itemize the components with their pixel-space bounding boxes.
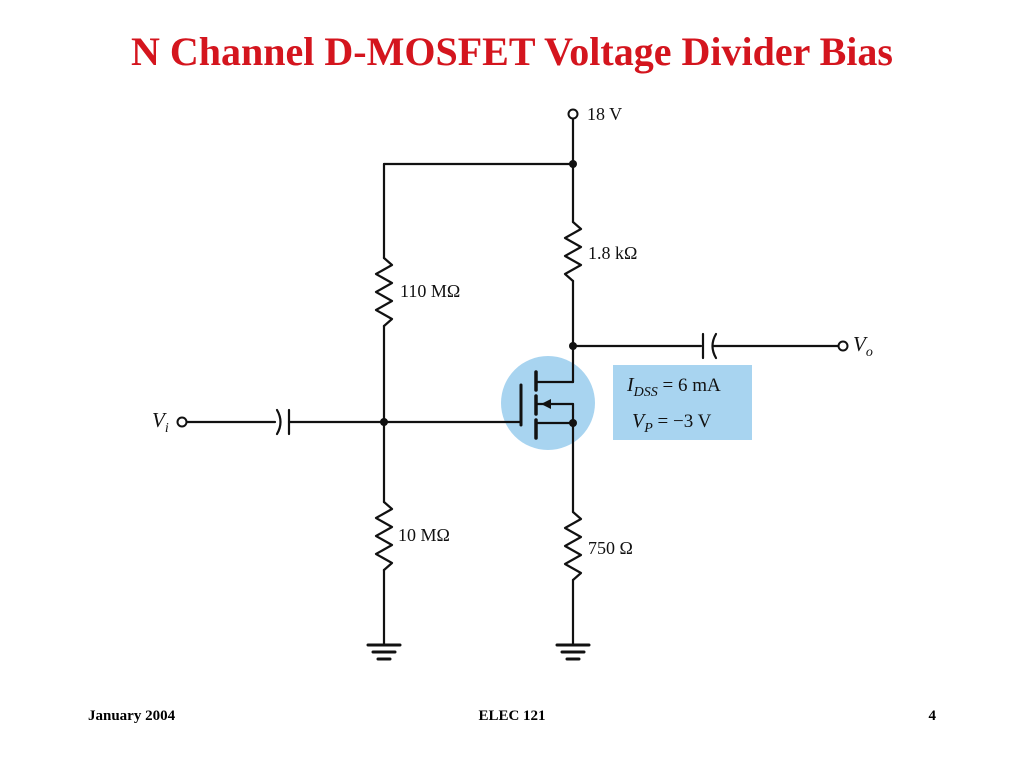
r1-resistor bbox=[374, 256, 394, 328]
vp-param: VP = −3 V bbox=[632, 410, 712, 436]
junction-drain bbox=[569, 342, 577, 350]
footer-course: ELEC 121 bbox=[478, 708, 546, 724]
params-box bbox=[613, 365, 752, 440]
idss-param: IDSS = 6 mA bbox=[626, 374, 721, 400]
junction-source bbox=[569, 419, 577, 427]
supply-terminal bbox=[567, 108, 579, 120]
input-label: Vi bbox=[152, 408, 169, 436]
slide-title: N Channel D-MOSFET Voltage Divider Bias bbox=[131, 29, 893, 74]
input-cap-curved-plate bbox=[275, 408, 282, 436]
source-resistor bbox=[563, 510, 583, 582]
drain-resistor-label: 1.8 kΩ bbox=[588, 243, 637, 263]
ground-left-icon bbox=[366, 643, 402, 661]
footer-date: January 2004 bbox=[88, 708, 176, 724]
source-resistor-label: 750 Ω bbox=[588, 538, 633, 558]
r2-resistor bbox=[374, 500, 394, 572]
supply-label: 18 V bbox=[587, 104, 622, 124]
input-terminal bbox=[176, 416, 188, 428]
r1-label: 110 MΩ bbox=[400, 281, 460, 301]
output-label: Vo bbox=[853, 332, 873, 360]
output-terminal bbox=[837, 340, 849, 352]
ground-right-icon bbox=[555, 643, 591, 661]
footer-page-number: 4 bbox=[928, 708, 937, 724]
fet-substrate-arrow-icon bbox=[541, 399, 551, 409]
junction-gate bbox=[380, 418, 388, 426]
r2-label: 10 MΩ bbox=[398, 525, 450, 545]
junction-top bbox=[569, 160, 577, 168]
drain-resistor bbox=[563, 220, 583, 283]
